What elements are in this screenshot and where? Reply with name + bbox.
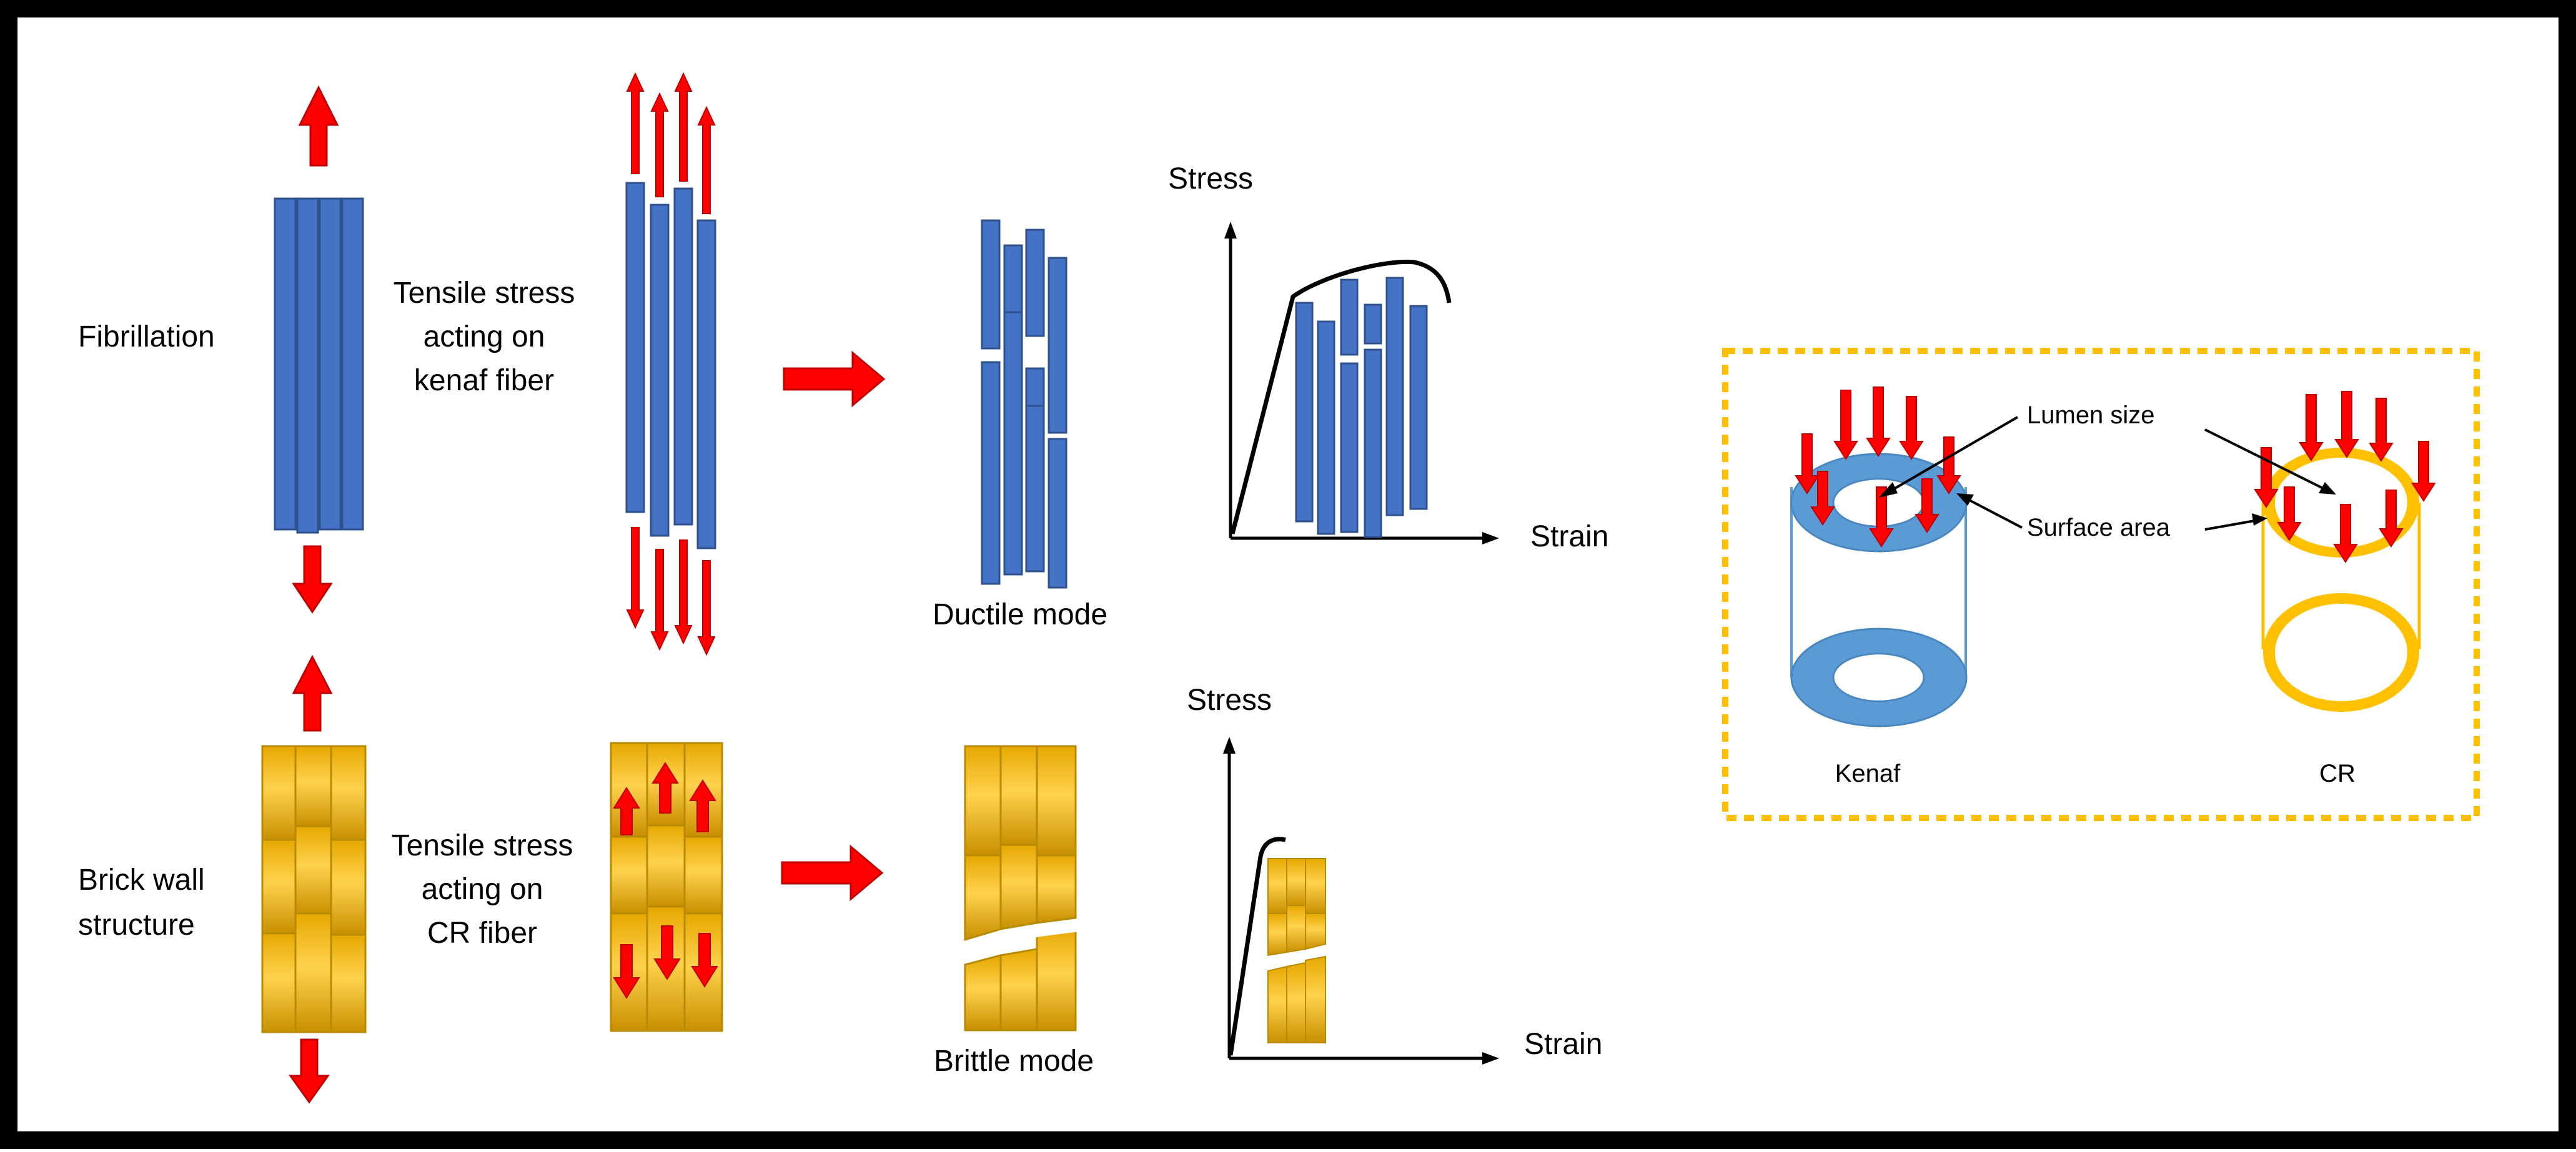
cr-row: Brick wall structure Tensile stress acti… [78,654,1602,1104]
kenaf-fibril [341,197,364,531]
cr-intact-brick-wall [261,745,367,1033]
kenaf-label: Kenaf [1835,760,1901,787]
ductile-y-axis-arrowhead [1224,222,1237,239]
red-arrow-icon [781,844,884,902]
lumen-inset: Lumen size Surface area Kenaf CR [1722,348,2480,821]
brittle-stress-strain-plot: Stress Strain [1187,684,1602,1065]
red-arrow-icon [674,539,693,645]
ductile-fibril-pattern [981,219,1068,589]
red-arrow-icon [650,92,669,197]
brick-wall-label-2: structure [78,908,195,942]
kenaf-stress-caption-1: Tensile stress [394,277,575,310]
kenaf-fibril [274,197,297,531]
kenaf-fibril [673,187,693,526]
inset-dashed-border [1722,348,2480,821]
cr-tensioned-brick-wall [610,742,723,1032]
red-arrow-icon [289,1038,330,1104]
brittle-stress-axis-label: Stress [1187,684,1272,717]
brittle-mode-label: Brittle mode [934,1045,1094,1078]
brittle-brick-pattern [964,745,1077,1031]
kenaf-row: Fibrillation Tensile stress acting on ke… [78,72,1608,656]
lumen-pointer-kenaf [1885,416,2019,495]
red-arrow-icon [651,762,679,814]
red-arrow-icon [2333,504,2358,563]
brittle-y-axis-arrowhead [1223,737,1236,754]
brittle-plot-bricks [1267,858,1326,1043]
kenaf-stress-caption-2: acting on [424,320,545,353]
cr-stress-caption-1: Tensile stress [392,829,573,862]
red-arrow-icon [613,787,640,835]
red-arrow-icon [689,779,716,832]
red-arrow-icon [653,925,681,980]
ductile-stress-axis-label: Stress [1168,162,1253,195]
brick-wall-label-1: Brick wall [78,864,205,897]
kenaf-stress-caption-3: kenaf fiber [414,364,554,397]
red-arrow-icon [2334,391,2359,458]
surface-pointer-kenaf [1964,496,2023,529]
red-arrow-icon [650,549,669,651]
red-arrow-icon [1866,386,1891,457]
brittle-strain-axis-label: Strain [1524,1028,1602,1061]
brittle-stress-curve [1228,837,1286,1056]
red-arrow-icon [2299,394,2324,461]
ductile-plot-fibrils [1295,277,1428,538]
red-arrow-icon [298,85,339,167]
lumen-pointer-cr [2204,428,2327,491]
red-arrow-icon [1795,433,1820,495]
red-arrow-icon [691,933,718,988]
ductile-strain-axis-label: Strain [1530,520,1608,553]
kenaf-fibril [650,204,670,537]
fibrillation-label: Fibrillation [78,320,215,353]
ductile-mode-label: Ductile mode [933,598,1107,631]
red-arrow-icon [674,72,693,182]
red-arrow-icon [2369,398,2394,462]
red-arrow-icon [697,560,716,656]
red-arrow-icon [292,654,333,732]
kenaf-fibril [296,197,319,534]
kenaf-fibril [625,182,645,513]
lumen-size-label: Lumen size [2027,401,2155,429]
kenaf-fibril [319,197,342,531]
red-arrow-icon [2411,441,2436,502]
cr-label: CR [2319,760,2356,787]
red-arrow-icon [1833,390,1858,460]
red-arrow-icon [626,527,645,629]
red-arrow-icon [613,944,640,999]
brittle-x-axis-arrowhead [1482,1052,1499,1065]
red-arrow-icon [2379,490,2404,548]
surface-area-label: Surface area [2027,514,2171,541]
cr-stress-caption-3: CR fiber [427,917,537,950]
red-arrow-icon [2277,486,2302,541]
red-arrow-icon [292,545,333,614]
red-arrow-icon [2254,447,2279,508]
red-arrow-icon [1936,436,1961,495]
kenaf-intact-bundle [274,197,364,534]
red-arrow-icon [1915,478,1939,533]
red-arrow-icon [783,350,886,408]
kenaf-fibril [696,219,716,549]
red-arrow-icon [1899,396,1924,460]
ductile-stress-strain-plot: Stress Strain [1168,162,1608,553]
red-arrow-icon [697,106,716,214]
ductile-x-axis-arrowhead [1482,532,1499,544]
fracture-gap [962,921,1079,954]
cr-cross-section [2261,448,2421,712]
ductile-stress-curve [1230,259,1452,534]
surface-pointer-cr [2204,519,2259,531]
red-arrow-icon [1810,471,1835,526]
cr-stress-caption-2: acting on [422,873,543,906]
kenaf-tensioned-bundle [625,182,716,549]
red-arrow-icon [626,72,645,174]
